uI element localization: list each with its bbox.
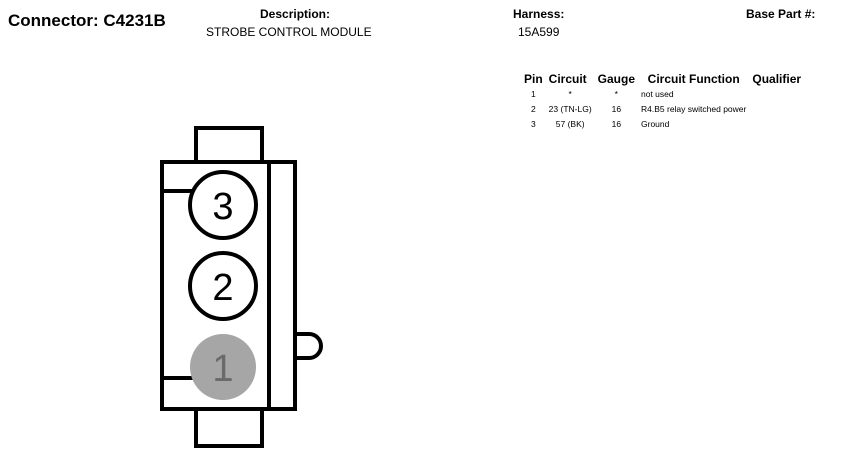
- pin-label-3: 3: [212, 186, 233, 228]
- pin-label-2: 2: [212, 267, 233, 309]
- pin-circle-3: [188, 170, 258, 240]
- harness-value: 15A599: [518, 25, 560, 39]
- row-pin: 1: [530, 89, 536, 99]
- col-qualifier-header: Qualifier: [752, 72, 802, 86]
- row-gauge: 16: [611, 119, 622, 129]
- connector-side-tab: [295, 332, 323, 360]
- pin-cavity-3: 3: [188, 170, 258, 240]
- pin-cavity-1: 1: [190, 334, 256, 400]
- connector-bottom-latch: [194, 409, 264, 448]
- row-pin: 2: [530, 104, 536, 114]
- table-row: 2 23 (TN-LG) 16 R4.B5 relay switched pow…: [524, 102, 807, 117]
- col-gauge-header: Gauge: [597, 72, 635, 86]
- pin-label-1: 1: [212, 348, 233, 390]
- pin-cavity-2: 2: [188, 251, 258, 321]
- description-label: Description:: [260, 7, 331, 21]
- connector-body: [160, 160, 297, 411]
- pin-circle-2: [188, 251, 258, 321]
- description-value: STROBE CONTROL MODULE: [206, 25, 372, 39]
- base-part-label: Base Part #:: [746, 7, 816, 21]
- connector-title: Connector: C4231B: [8, 11, 166, 30]
- row-circuit: 23 (TN-LG): [548, 104, 592, 114]
- row-pin: 3: [530, 119, 536, 129]
- connector-top-latch: [194, 126, 264, 162]
- row-function: not used: [641, 89, 674, 99]
- row-gauge: 16: [611, 104, 622, 114]
- row-circuit: 57 (BK): [555, 119, 585, 129]
- table-row: 3 57 (BK) 16 Ground: [524, 117, 807, 132]
- row-function: R4.B5 relay switched power: [641, 104, 747, 114]
- harness-label: Harness:: [513, 7, 565, 21]
- col-function-header: Circuit Function: [647, 72, 740, 86]
- col-circuit-header: Circuit: [548, 72, 587, 86]
- row-function: Ground: [641, 119, 670, 129]
- col-pin-header: Pin: [524, 72, 543, 86]
- row-circuit: *: [568, 89, 572, 99]
- pin-table: Pin Circuit Gauge Circuit Function Quali…: [524, 72, 807, 132]
- pin-table-header: Pin Circuit Gauge Circuit Function Quali…: [524, 72, 807, 87]
- table-row: 1 * * not used: [524, 87, 807, 102]
- row-gauge: *: [614, 89, 618, 99]
- pin-circle-1: [190, 334, 256, 400]
